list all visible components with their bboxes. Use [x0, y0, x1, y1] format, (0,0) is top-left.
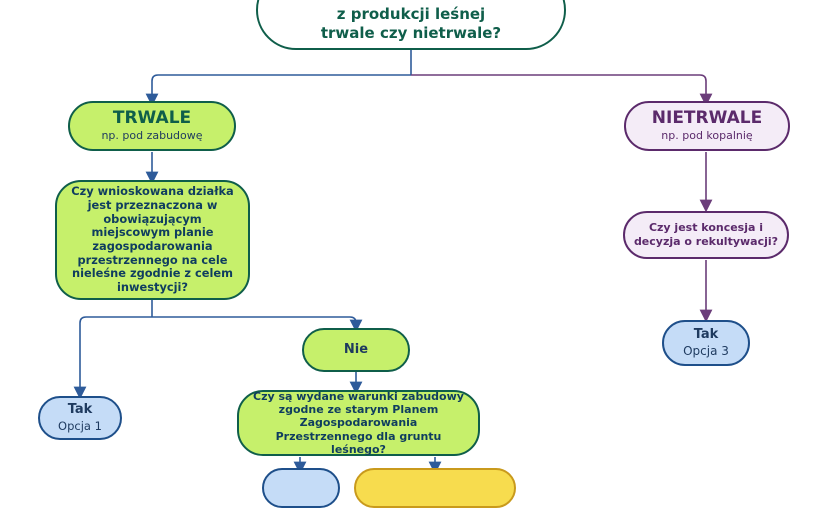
- tak-opcja3-node: Tak Opcja 3: [662, 320, 750, 366]
- trwale-subtitle: np. pod zabudowę: [101, 129, 203, 143]
- trwale-title: TRWALE: [112, 107, 192, 128]
- nietrwale-title: NIETRWALE: [651, 107, 763, 128]
- koncesja-question-text: Czy jest koncesja i decyzja o rekultywac…: [633, 220, 779, 248]
- warunki-question-text: Czy są wydane warunki zabudowy zgodne ze…: [253, 390, 464, 456]
- nietrwale-subtitle: np. pod kopalnię: [661, 129, 753, 143]
- mpzp-question-node: Czy wnioskowana działka jest przeznaczon…: [55, 180, 250, 300]
- tak-opcja1-title: Tak: [67, 401, 93, 417]
- nietrwale-node: NIETRWALE np. pod kopalnię: [624, 101, 790, 151]
- root-question-line1: z produkcji leśnej: [336, 4, 486, 23]
- root-question-node: z produkcji leśnej trwale czy nietrwale?: [256, 0, 566, 50]
- edge-root-nietrwale: [411, 74, 713, 107]
- connector-lines: [73, 48, 713, 475]
- tak-opcja1-node: Tak Opcja 1: [38, 396, 122, 440]
- mpzp-question-text: Czy wnioskowana działka jest przeznaczon…: [71, 184, 234, 295]
- bottom-right-node: [354, 468, 516, 508]
- edge-root-trwale: [145, 74, 411, 107]
- edge-mpzp-tak1: [73, 316, 152, 400]
- edge-mpzp-nie: [152, 316, 363, 333]
- tak-opcja1-sub: Opcja 1: [58, 418, 102, 433]
- tak-opcja3-sub: Opcja 3: [683, 343, 729, 358]
- root-question-line2: trwale czy nietrwale?: [320, 24, 502, 42]
- nie-node: Nie: [302, 328, 410, 372]
- bottom-left-node: [262, 468, 340, 508]
- koncesja-question-node: Czy jest koncesja i decyzja o rekultywac…: [623, 211, 789, 259]
- nie-label: Nie: [343, 341, 369, 357]
- warunki-question-node: Czy są wydane warunki zabudowy zgodne ze…: [237, 390, 480, 456]
- trwale-node: TRWALE np. pod zabudowę: [68, 101, 236, 151]
- tak-opcja3-title: Tak: [693, 326, 719, 342]
